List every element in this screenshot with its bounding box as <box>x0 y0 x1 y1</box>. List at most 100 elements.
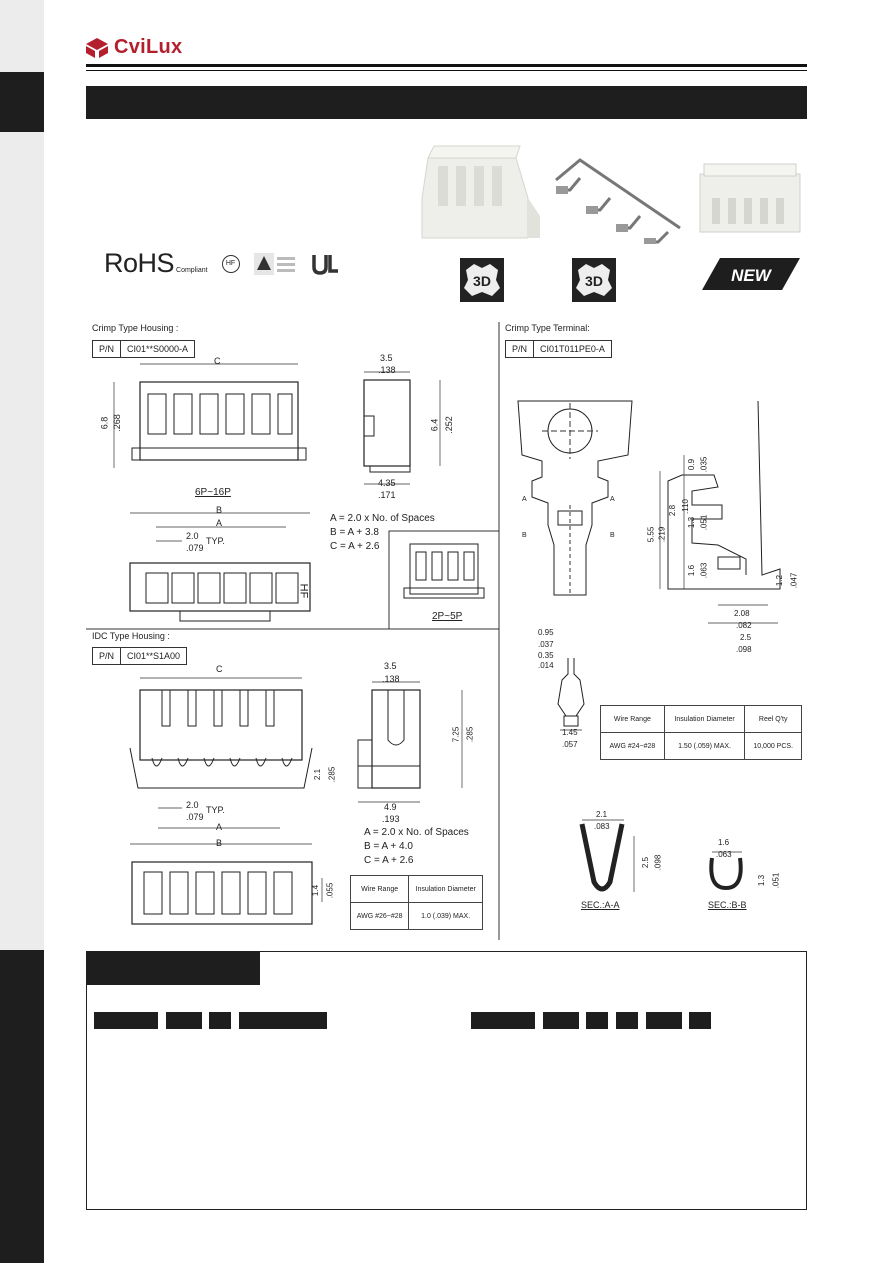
3d-model-icon-terminal: 3D <box>572 258 616 302</box>
3d-badge-text-2: 3D <box>585 273 603 289</box>
side-b-in: .171 <box>378 490 396 500</box>
pn-code-segment <box>689 1012 711 1029</box>
idc-pitch-in: .079 <box>186 812 204 822</box>
d4-in: .219 <box>657 526 667 543</box>
formula-a: A = 2.0 x No. of Spaces <box>330 513 435 524</box>
housing-photo <box>421 145 540 239</box>
d1-in: .035 <box>699 456 709 473</box>
side-h-mm: 6.4 <box>429 418 440 432</box>
td-insulation-max: MAX. <box>713 742 732 750</box>
brand-name: CviLux <box>114 36 183 58</box>
header-rule-thin <box>86 70 807 71</box>
brand-logo: CviLux <box>86 36 182 59</box>
d4-mm: 5.55 <box>646 526 656 543</box>
terminal-front-view <box>517 400 633 596</box>
idc-dim-c: C <box>216 664 223 674</box>
d5-mm: 1.6 <box>687 564 697 577</box>
sec-bb-w-mm: 1.6 <box>718 838 730 847</box>
d6-in: .047 <box>789 572 799 589</box>
sec-b-left: B <box>522 532 527 539</box>
side-h-in: .252 <box>443 416 454 434</box>
ordering-info-box <box>86 951 807 1210</box>
terminal-pn-label: P/N <box>512 344 528 354</box>
side-w-mm: 3.5 <box>380 353 393 363</box>
terminal-photo <box>555 158 681 244</box>
w1-mm: 0.95 <box>538 628 554 637</box>
idc-formula-b: B = A + 4.0 <box>364 841 413 852</box>
d5-in: .063 <box>699 562 709 579</box>
idc-td-insulation-max: MAX. <box>453 912 471 920</box>
th-reel-qty: Reel Q'ty <box>744 705 802 733</box>
cvilux-logo-icon <box>86 37 108 58</box>
crimp-housing-side-view <box>363 371 441 485</box>
crimp-formulas: A = 2.0 x No. of Spaces B = A + 3.8 C = … <box>330 512 435 554</box>
3d-model-icon: 3D <box>460 258 504 302</box>
idc-td-insulation-value: 1.0 (.039) <box>421 912 452 920</box>
idc-formula-c: C = A + 2.6 <box>364 855 414 866</box>
d1-mm: 0.9 <box>687 458 697 471</box>
pn-code-segment <box>646 1012 682 1029</box>
dim-h-mm: 6.8 <box>99 416 110 430</box>
small-housing-view <box>403 543 485 599</box>
terminal-pn-value: CI01T011PE0-A <box>533 341 611 357</box>
side-band <box>0 132 44 950</box>
pn-code-segment <box>586 1012 608 1029</box>
pn-code-segment <box>239 1012 327 1029</box>
d3-mm: 1.3 <box>687 516 697 529</box>
w3-in: .057 <box>562 740 578 749</box>
formula-c: C = A + 2.6 <box>330 541 380 552</box>
crimp-housing-top-view <box>129 512 311 622</box>
idc-td-wire-range: AWG #26~#28 <box>349 902 410 930</box>
small-variant-label: 2P~5P <box>432 611 463 622</box>
formula-b: B = A + 3.8 <box>330 527 379 538</box>
idc-pitch-typ: TYP. <box>206 805 225 815</box>
3d-badge-text: 3D <box>473 273 491 289</box>
dim-c-label: C <box>214 356 221 366</box>
td-wire-range: AWG #24~#28 <box>600 732 665 760</box>
th-wire-range: Wire Range <box>600 705 665 733</box>
ul-recognized-icon <box>311 254 338 275</box>
d7-mm: 2.08 <box>734 609 750 618</box>
idc-h-in: .285 <box>327 766 337 783</box>
new-badge-text: NEW <box>731 266 773 285</box>
crimp-housing-front-view <box>113 363 307 468</box>
crimp-terminal-pn: P/N CI01T011PE0-A <box>505 340 612 358</box>
title-bar <box>86 86 807 119</box>
idc-spec-table: Wire Range Insulation Diameter AWG #26~#… <box>349 875 483 930</box>
sec-aa-h-in: .098 <box>653 854 663 871</box>
th-insulation: Insulation Diameter <box>663 705 746 733</box>
w3-mm: 1.45 <box>562 728 578 737</box>
idc-side-h-mm: 7.25 <box>451 726 461 743</box>
idc-side-b-mm: 4.9 <box>384 802 397 812</box>
sec-aa-w-mm: 2.1 <box>596 810 608 819</box>
pitch-typ: TYP. <box>206 536 225 546</box>
td-reel-qty: 10,000 PCS. <box>744 732 802 760</box>
d3-in: .051 <box>699 514 709 531</box>
w2-in: .014 <box>538 661 554 670</box>
pn-code-segment <box>166 1012 202 1029</box>
terminal-spec-table: Wire Range Insulation Diameter Reel Q'ty… <box>600 705 802 760</box>
idc-housing-side-view <box>357 681 463 803</box>
idc-formula-a: A = 2.0 x No. of Spaces <box>364 827 469 838</box>
hf-mark: HF <box>297 583 310 599</box>
section-b-b-view <box>709 851 743 891</box>
header-rule <box>86 64 807 67</box>
idc-side-w-mm: 3.5 <box>384 661 397 671</box>
w2-mm: 0.35 <box>538 651 554 660</box>
idc-side-b-in: .193 <box>382 814 400 824</box>
terminal-side-view <box>659 400 781 624</box>
idc-pn-label: P/N <box>99 651 115 661</box>
idc-housing-front-view <box>129 677 313 845</box>
d8-mm: 2.5 <box>740 633 752 642</box>
sec-b-right: B <box>610 532 615 539</box>
idc-td-insulation: 1.0 (.039) MAX. <box>408 902 483 930</box>
hf-icon: HF <box>221 254 240 273</box>
terminal-contact-view <box>557 658 585 731</box>
sec-a-left: A <box>522 496 527 503</box>
d7-in: .082 <box>736 621 752 630</box>
crimp-housing-pn: P/N CI01**S0000-A <box>92 340 196 358</box>
pn-code-segment <box>94 1012 158 1029</box>
sec-bb-h-in: .051 <box>771 872 781 889</box>
idc-th-insulation: Insulation Diameter <box>408 875 483 903</box>
